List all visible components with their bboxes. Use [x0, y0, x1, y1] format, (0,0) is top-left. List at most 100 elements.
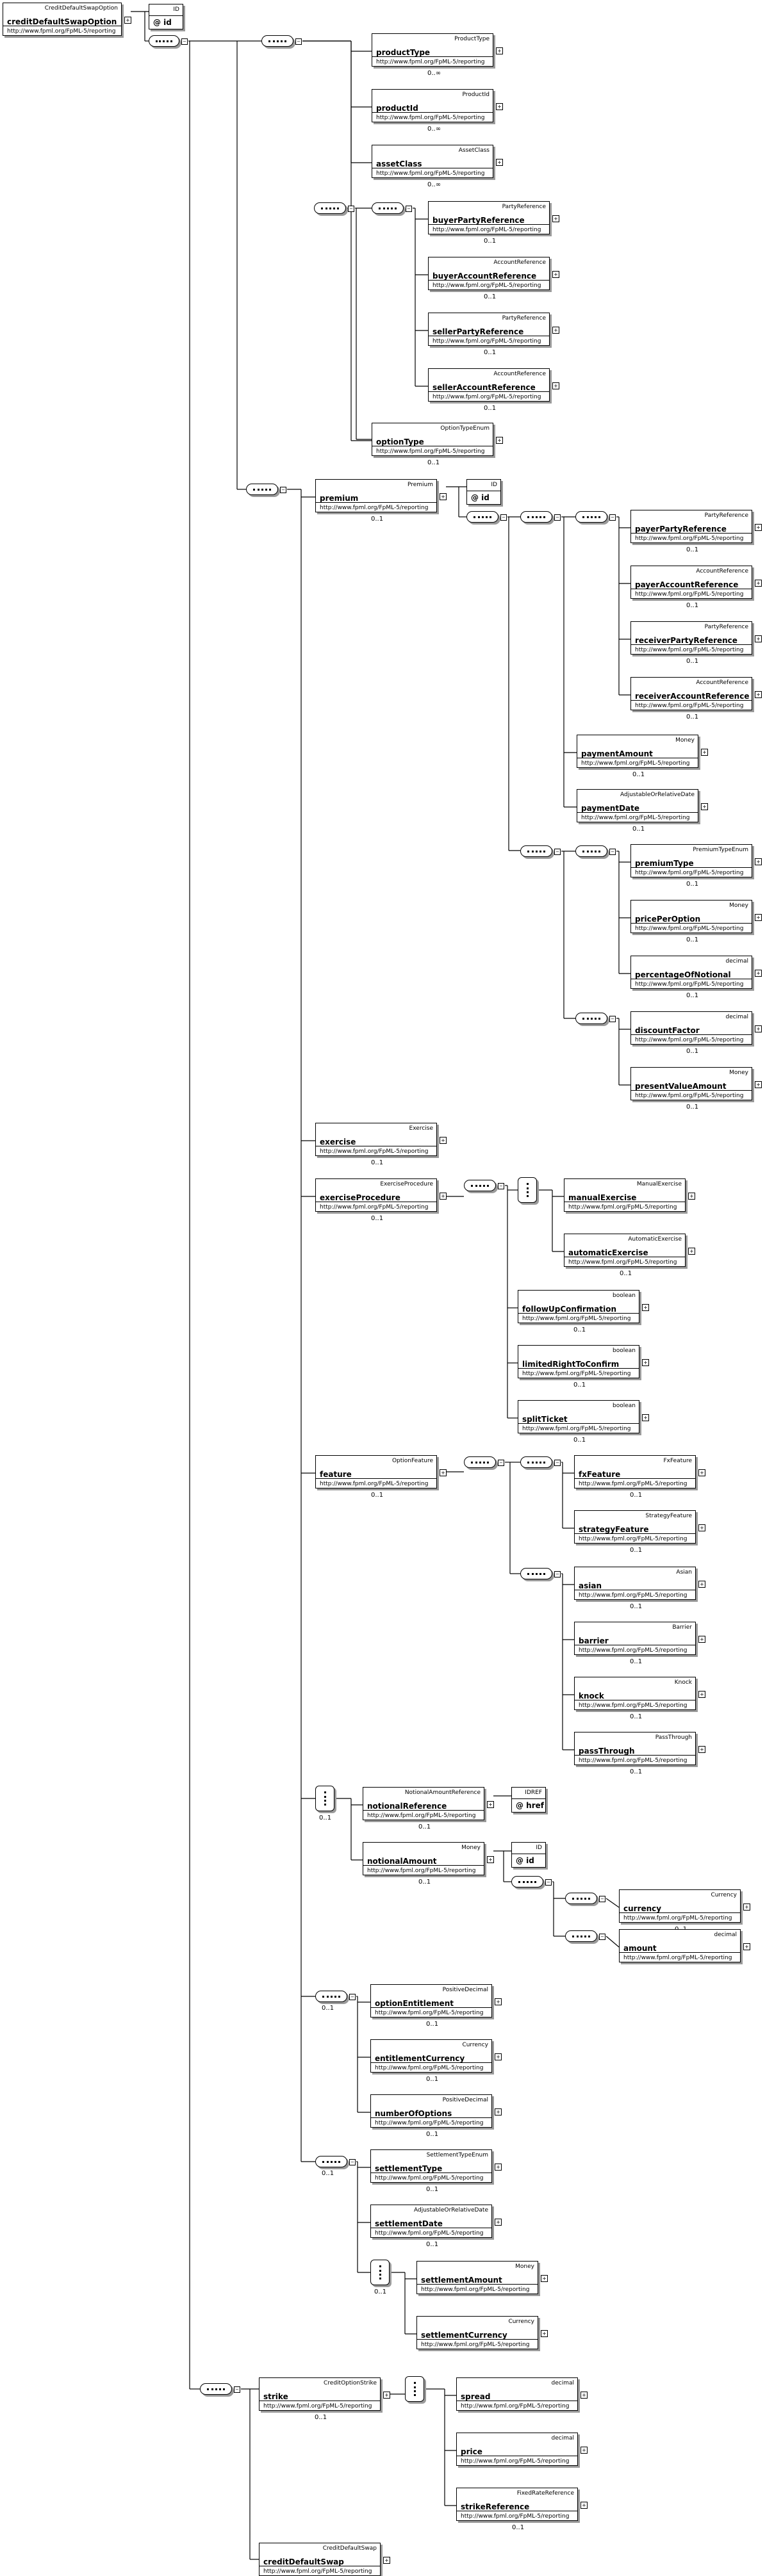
- expand-icon[interactable]: +: [440, 493, 447, 500]
- expand-icon[interactable]: +: [552, 327, 559, 334]
- sequence-compositor[interactable]: −: [372, 202, 412, 214]
- collapse-icon[interactable]: −: [500, 514, 507, 521]
- sequence-compositor[interactable]: −: [520, 845, 561, 857]
- collapse-icon[interactable]: −: [349, 2159, 356, 2165]
- collapse-icon[interactable]: −: [554, 849, 561, 855]
- expand-icon[interactable]: +: [495, 2053, 502, 2060]
- attribute-href-attr[interactable]: IDREF@ href: [511, 1787, 546, 1813]
- expand-icon[interactable]: +: [580, 2447, 588, 2454]
- expand-icon[interactable]: +: [580, 2502, 588, 2509]
- expand-icon[interactable]: +: [755, 858, 762, 865]
- collapse-icon[interactable]: −: [349, 1994, 356, 2000]
- collapse-icon[interactable]: −: [498, 1183, 504, 1189]
- collapse-icon[interactable]: −: [295, 38, 302, 45]
- collapse-icon[interactable]: −: [545, 1879, 552, 1886]
- collapse-icon[interactable]: −: [599, 1934, 605, 1940]
- expand-icon[interactable]: +: [755, 691, 762, 698]
- sequence-compositor[interactable]: −: [565, 1930, 605, 1942]
- collapse-icon[interactable]: −: [406, 206, 412, 212]
- sequence-compositor[interactable]: −: [464, 1180, 504, 1191]
- sequence-compositor[interactable]: −: [466, 511, 507, 523]
- collapse-icon[interactable]: −: [181, 38, 188, 45]
- expand-icon[interactable]: +: [496, 47, 503, 54]
- expand-icon[interactable]: +: [440, 1469, 447, 1476]
- sequence-compositor[interactable]: −: [315, 2156, 356, 2167]
- expand-icon[interactable]: +: [698, 1581, 705, 1588]
- expand-icon[interactable]: +: [688, 1193, 695, 1200]
- collapse-icon[interactable]: −: [554, 1571, 561, 1577]
- expand-icon[interactable]: +: [496, 159, 503, 166]
- expand-icon[interactable]: +: [698, 1746, 705, 1753]
- expand-icon[interactable]: +: [541, 2330, 548, 2337]
- collapse-icon[interactable]: −: [498, 1460, 504, 1466]
- expand-icon[interactable]: +: [495, 2108, 502, 2115]
- sequence-compositor[interactable]: −: [520, 1568, 561, 1579]
- expand-icon[interactable]: +: [698, 1691, 705, 1698]
- attribute-root-attr[interactable]: ID@ id: [149, 4, 183, 29]
- expand-icon[interactable]: +: [698, 1636, 705, 1643]
- choice-compositor[interactable]: [370, 2260, 390, 2285]
- expand-icon[interactable]: +: [688, 1248, 695, 1255]
- sequence-compositor[interactable]: −: [520, 511, 561, 523]
- expand-icon[interactable]: +: [755, 524, 762, 531]
- collapse-icon[interactable]: −: [554, 1460, 561, 1466]
- expand-icon[interactable]: +: [701, 803, 708, 810]
- expand-icon[interactable]: +: [743, 1943, 750, 1950]
- expand-icon[interactable]: +: [755, 1081, 762, 1088]
- expand-icon[interactable]: +: [552, 215, 559, 222]
- expand-icon[interactable]: +: [743, 1903, 750, 1911]
- expand-icon[interactable]: +: [440, 1193, 447, 1200]
- sequence-compositor[interactable]: −: [575, 845, 616, 857]
- expand-icon[interactable]: +: [496, 437, 503, 444]
- choice-compositor[interactable]: [518, 1177, 537, 1203]
- expand-icon[interactable]: +: [755, 1025, 762, 1032]
- sequence-compositor[interactable]: −: [565, 1893, 605, 1904]
- sequence-compositor[interactable]: −: [261, 35, 302, 47]
- collapse-icon[interactable]: −: [348, 206, 354, 212]
- expand-icon[interactable]: +: [383, 2392, 390, 2399]
- collapse-icon[interactable]: −: [609, 1016, 616, 1022]
- sequence-compositor[interactable]: −: [464, 1456, 504, 1468]
- expand-icon[interactable]: +: [755, 635, 762, 642]
- expand-icon[interactable]: +: [580, 2392, 588, 2399]
- expand-icon[interactable]: +: [124, 17, 131, 24]
- collapse-icon[interactable]: −: [280, 487, 286, 493]
- expand-icon[interactable]: +: [552, 271, 559, 278]
- collapse-icon[interactable]: −: [234, 2386, 240, 2393]
- expand-icon[interactable]: +: [698, 1469, 705, 1476]
- expand-icon[interactable]: +: [495, 1998, 502, 2005]
- sequence-compositor[interactable]: −: [314, 202, 354, 214]
- sequence-compositor[interactable]: −: [575, 511, 616, 523]
